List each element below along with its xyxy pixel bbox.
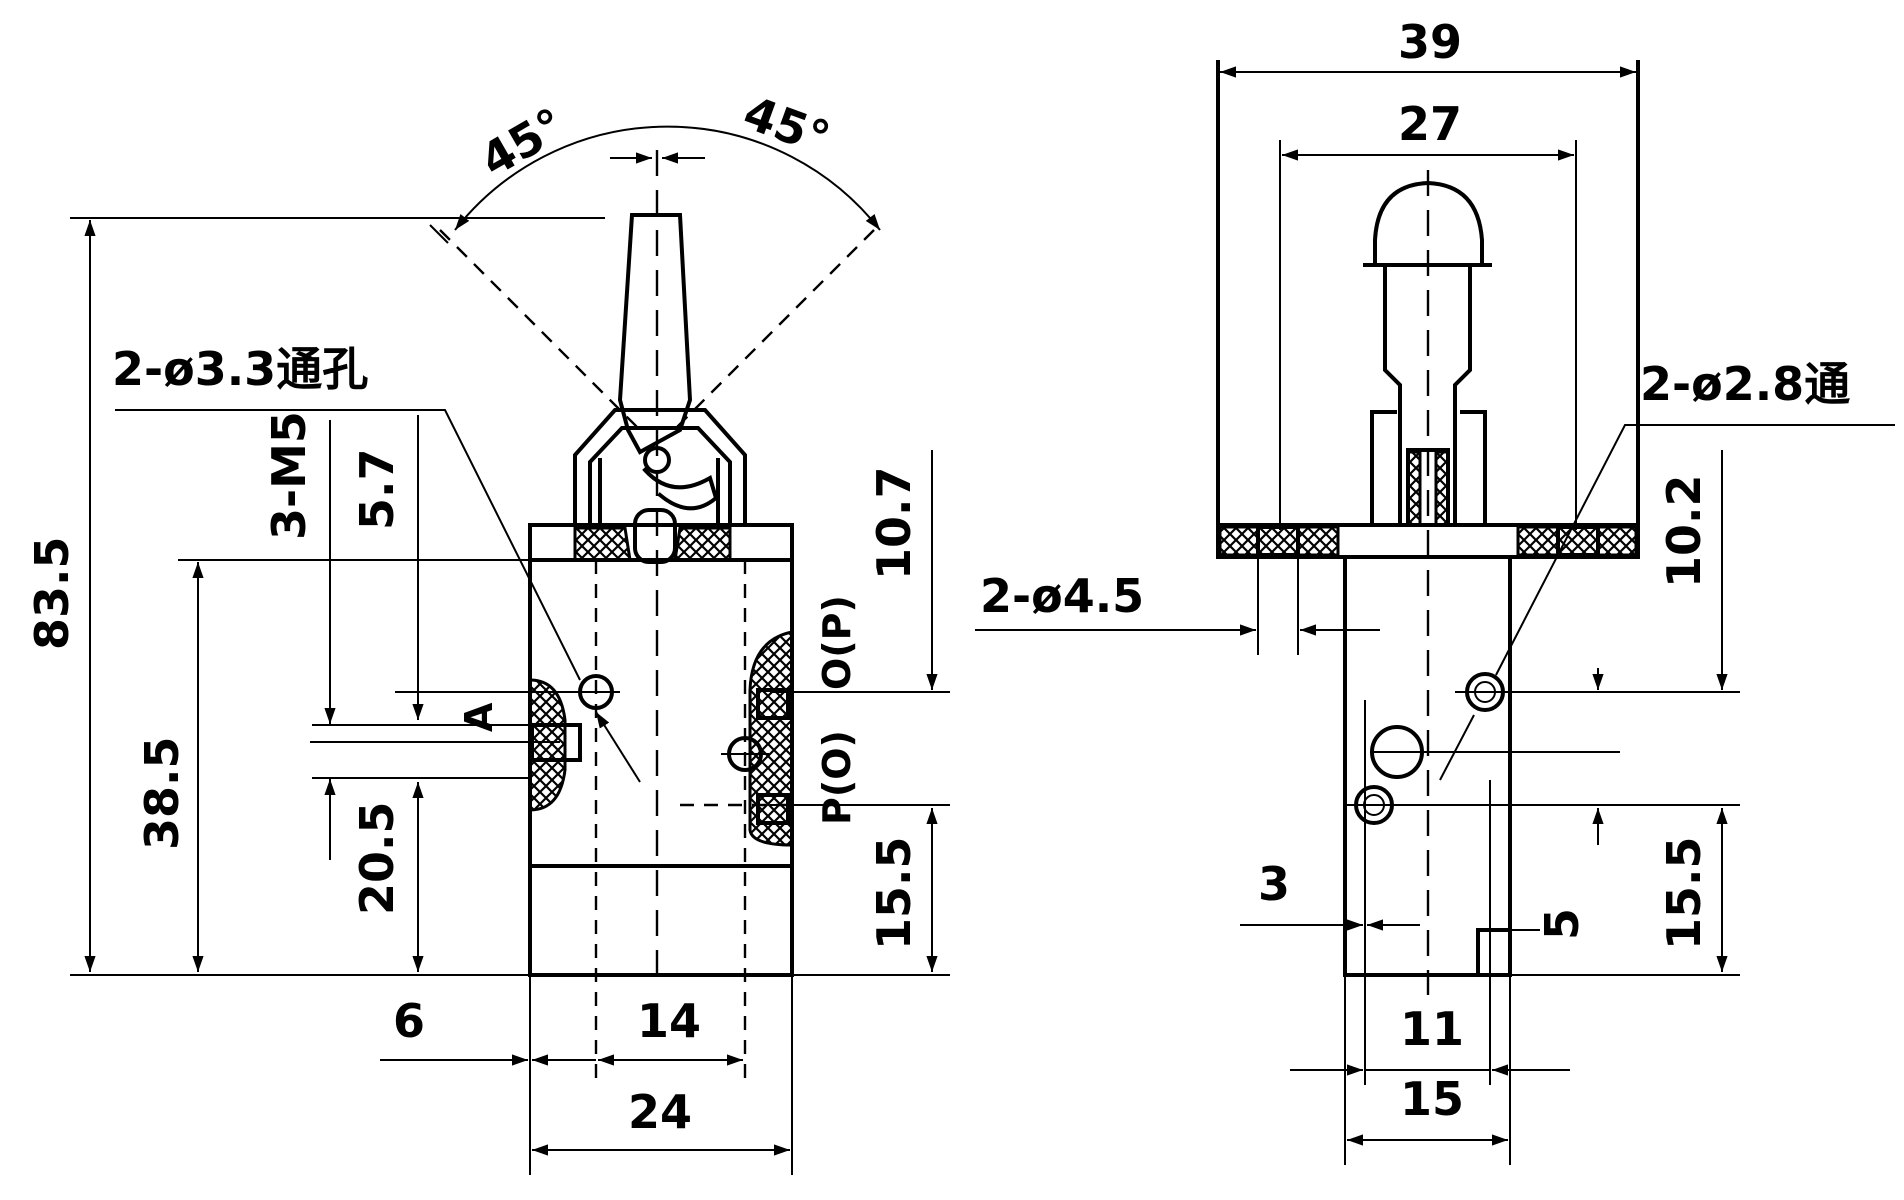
front-swing-right	[673, 229, 875, 431]
side-hole-leader	[1495, 424, 1895, 676]
side-mount-slot-left	[1256, 525, 1300, 557]
front-port-op-label: O(P)	[815, 595, 859, 690]
front-dim-83-5-label: 83.5	[25, 537, 79, 651]
side-dim-15-5-label: 15.5	[1657, 837, 1711, 951]
side-dim-10-2-label: 10.2	[1657, 475, 1711, 589]
side-button-spring-hatch	[1406, 450, 1450, 527]
front-dim-10-7-label: 10.7	[867, 467, 921, 581]
side-button-guide	[1370, 410, 1487, 527]
front-port-thread-label: 3-M5	[262, 411, 316, 540]
front-port-op-thread	[756, 688, 790, 720]
front-thru-hole-leader-tail	[595, 711, 641, 783]
front-swing-left-ext	[429, 224, 449, 244]
front-stem	[633, 508, 677, 564]
front-view: 45° 45° 2-ø3.3通孔 83.5 38.5 3-M5	[25, 85, 950, 1175]
front-port-right-body	[748, 630, 794, 847]
front-dim-5-7-label: 5.7	[350, 449, 404, 531]
front-dim-15-5-label: 15.5	[867, 837, 921, 951]
front-lever-housing-inner	[588, 426, 732, 527]
front-angle-left-label: 45°	[471, 97, 573, 187]
side-dim-39-label: 39	[1398, 15, 1462, 69]
front-dim-6-label: 6	[393, 994, 425, 1048]
front-port-a-label: A	[457, 702, 501, 732]
front-lever-housing	[573, 408, 747, 527]
front-thru-hole-leader	[115, 409, 581, 681]
side-guard-outline	[1216, 60, 1640, 532]
front-swing-left	[439, 229, 641, 431]
front-cam	[642, 467, 719, 511]
front-dim-24-label: 24	[628, 1085, 692, 1139]
front-dim-38-5-label: 38.5	[135, 737, 189, 851]
side-dim-15-label: 15	[1400, 1072, 1464, 1126]
side-flange-hatch-left	[1218, 525, 1340, 557]
side-dim-3-label: 3	[1258, 857, 1290, 911]
side-dim-27-label: 27	[1398, 97, 1462, 151]
front-thru-hole-label: 2-ø3.3通孔	[112, 342, 368, 396]
front-port-po-thread	[756, 793, 790, 825]
front-port-po-label: P(O)	[815, 730, 859, 825]
side-flange-hatch-right	[1516, 525, 1638, 557]
side-view: 39 27 2-ø2.8通 2-ø4.5 10.2 15.5	[975, 15, 1895, 1165]
front-lever-handle	[617, 213, 693, 455]
side-mount-slot-right	[1556, 525, 1600, 557]
front-top-seal	[573, 526, 632, 562]
front-angle-arc	[454, 125, 881, 231]
side-mount-hole-label: 2-ø4.5	[980, 569, 1144, 623]
front-dim-20-5-label: 20.5	[350, 802, 404, 916]
front-port-a-body	[528, 678, 567, 812]
front-angle-right-label: 45°	[737, 85, 837, 166]
side-hole-label: 2-ø2.8通	[1640, 357, 1850, 411]
side-hole-leader-tail	[1439, 714, 1475, 781]
front-top-seal-right	[673, 526, 732, 562]
side-body-slot	[1476, 928, 1512, 977]
side-dim-11-label: 11	[1400, 1002, 1464, 1056]
front-dim-14-label: 14	[637, 994, 701, 1048]
side-dim-5-label: 5	[1535, 908, 1589, 940]
side-button-shaft	[1383, 263, 1472, 527]
